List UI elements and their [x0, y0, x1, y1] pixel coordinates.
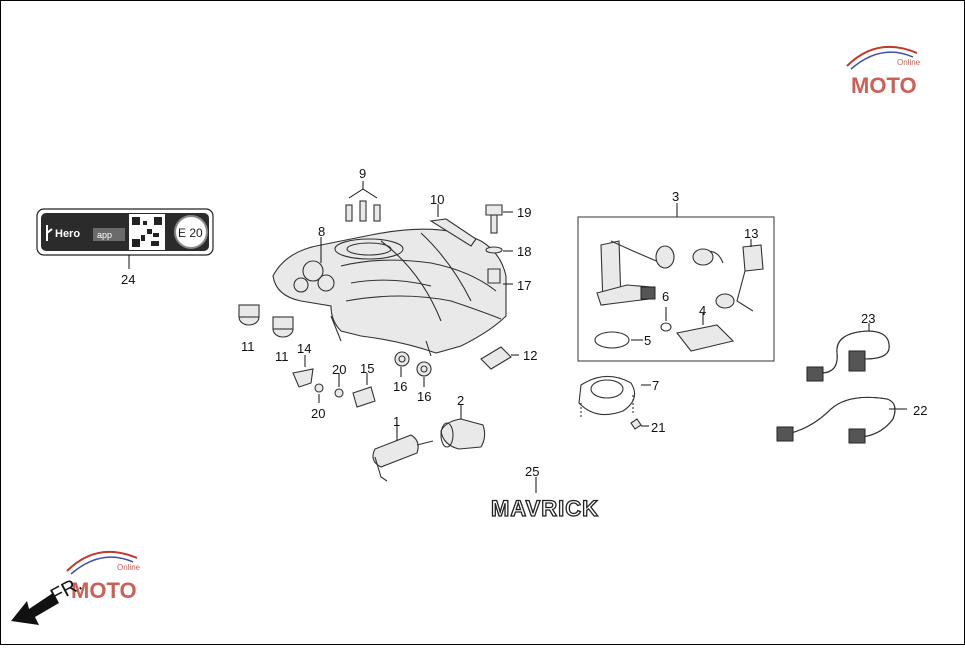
- watermark-text-top: MOTO: [851, 73, 917, 98]
- hero-logo-icon: [46, 225, 53, 241]
- callout-number: 16: [417, 389, 431, 404]
- sticker-grade: E 20: [178, 226, 203, 240]
- callout-number: 21: [651, 420, 665, 435]
- fuel-pump-motor: [372, 423, 434, 482]
- coupler: [440, 405, 486, 450]
- fuel-pump-assembly: [594, 239, 764, 352]
- callout-number: 16: [393, 379, 407, 394]
- fuel-hose-22: [776, 396, 907, 444]
- rubber-dampers: [238, 304, 294, 338]
- callout-number: 6: [662, 289, 669, 304]
- sticker-app: app: [97, 230, 112, 240]
- callout-number: 13: [744, 226, 758, 241]
- watermark-logo-bottom: MOTO Online: [66, 550, 141, 603]
- model-badge: MAVRICK: [491, 496, 599, 521]
- cap-bolt-stack: [485, 204, 513, 285]
- small-parts: [292, 351, 432, 408]
- callout-number: 23: [861, 311, 875, 326]
- callout-number: 11: [241, 339, 255, 354]
- callout-number: 7: [652, 378, 659, 393]
- callout-number: 10: [430, 192, 444, 207]
- bracket-strap: [429, 204, 477, 247]
- callout-number: 5: [644, 333, 651, 348]
- callout-number: 25: [525, 464, 539, 479]
- pump-assembly-box: [577, 216, 775, 362]
- callout-number: 8: [318, 224, 325, 239]
- callout-number: 2: [457, 393, 464, 408]
- callout-number: 20: [311, 406, 325, 421]
- callout-number: 18: [517, 244, 531, 259]
- watermark-sub-top: Online: [897, 58, 921, 67]
- fuel-hose-23: [806, 323, 890, 382]
- fuel-tank: [272, 228, 507, 357]
- callout-number: 3: [672, 189, 679, 204]
- callout-number: 20: [332, 362, 346, 377]
- fuel-grade-sticker: Hero app E 20: [36, 208, 214, 256]
- watermark-text-bottom: MOTO: [71, 578, 137, 603]
- mounting-bolts: [345, 181, 381, 222]
- callout-number: 17: [517, 278, 531, 293]
- callout-number: 15: [360, 361, 374, 376]
- watermark-sub-bottom: Online: [117, 563, 141, 572]
- callout-number: 12: [523, 348, 537, 363]
- sticker-brand: Hero: [55, 228, 80, 240]
- callout-number: 19: [517, 205, 531, 220]
- callout-number: 14: [297, 341, 311, 356]
- callout-number: 11: [275, 349, 289, 364]
- mounting-flange: [578, 375, 651, 430]
- callout-number: 9: [359, 166, 366, 181]
- callout-number: 1: [393, 414, 400, 429]
- rubber-pad: [480, 346, 519, 370]
- callout-number: 22: [913, 403, 927, 418]
- front-arrow-icon: [11, 593, 59, 625]
- callout-number: 4: [699, 303, 706, 318]
- callout-number: 24: [121, 272, 135, 287]
- watermark-logo-top: MOTO Online: [846, 45, 921, 98]
